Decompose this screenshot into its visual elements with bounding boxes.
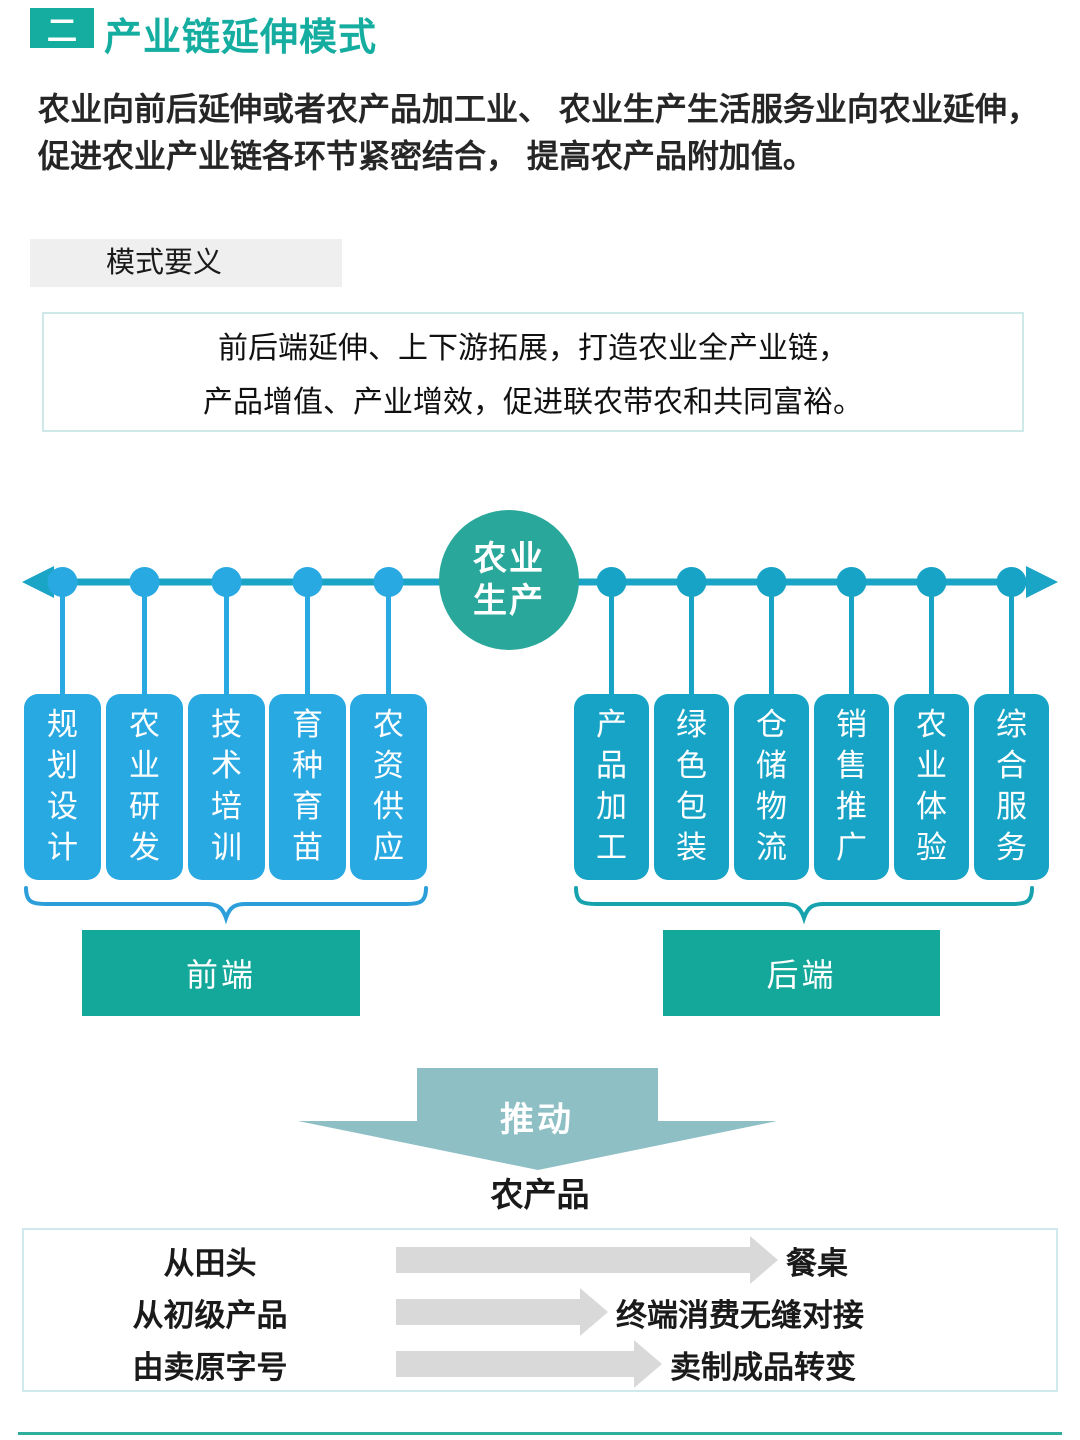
- axis-right-arrow-icon: [1026, 566, 1058, 598]
- front-item-label: 技术培训: [211, 707, 242, 865]
- transform-row: 由卖原字号 卖制成品转变: [24, 1338, 1056, 1390]
- right-arrow-icon: [396, 1288, 608, 1336]
- front-item-training: 技术培训: [188, 694, 265, 880]
- essence-line-2: 产品增值、产业增效，促进联农带农和共同富裕。: [203, 385, 863, 419]
- push-down-arrow-icon: [298, 1068, 777, 1170]
- transformation-box: 从田头 餐桌 从初级产品 终端消费无缝对接 由卖原字号 卖制成品转变: [22, 1228, 1058, 1392]
- front-brace: [24, 886, 428, 925]
- arrow-head: [580, 1288, 608, 1336]
- front-connectors: [60, 582, 391, 696]
- right-arrow-icon: [396, 1236, 778, 1284]
- back-brace: [574, 886, 1034, 925]
- back-item-experience: 农业体验: [894, 694, 969, 880]
- front-item-supply: 农资供应: [350, 694, 427, 880]
- intro-line-1: 农业向前后延伸或者农产品加工业、 农业生产生活服务业向农业延伸，: [38, 91, 1039, 127]
- section-number-badge: 二: [30, 8, 94, 48]
- back-item-processing: 产品加工: [574, 694, 649, 880]
- back-timeline-dots: [596, 567, 1027, 597]
- push-subject: 农产品: [490, 1176, 590, 1213]
- arrow-bar: [396, 1247, 750, 1273]
- page-title: 产业链延伸模式: [104, 17, 378, 59]
- essence-line-1: 前后端延伸、上下游拓展，打造农业全产业链，: [218, 332, 848, 366]
- back-item-label: 农业体验: [916, 707, 947, 865]
- transform-to: 终端消费无缝对接: [616, 1297, 864, 1333]
- back-item-label: 绿色包装: [676, 707, 707, 865]
- next-section-divider: [18, 1432, 1062, 1435]
- transform-to: 餐桌: [786, 1245, 848, 1281]
- back-stage-box: 后端: [663, 930, 940, 1016]
- back-item-logistics: 仓储物流: [734, 694, 809, 880]
- center-node: 农业 生产: [439, 510, 579, 650]
- front-item-label: 农资供应: [373, 707, 404, 865]
- arrow-head: [750, 1236, 778, 1284]
- back-item-marketing: 销售推广: [814, 694, 889, 880]
- front-item-label: 农业研发: [129, 707, 160, 865]
- transform-row: 从田头 餐桌: [24, 1234, 1056, 1286]
- back-item-label: 仓储物流: [756, 707, 787, 865]
- arrow-head: [634, 1340, 662, 1388]
- push-arrow-label: 推动: [500, 1101, 574, 1139]
- front-timeline-dots: [47, 567, 404, 597]
- transform-from: 由卖原字号: [132, 1349, 288, 1385]
- back-item-label: 综合服务: [996, 707, 1027, 865]
- arrow-bar: [396, 1351, 634, 1377]
- back-item-label: 产品加工: [596, 707, 627, 865]
- transform-row: 从初级产品 终端消费无缝对接: [24, 1286, 1056, 1338]
- back-item-services: 综合服务: [974, 694, 1049, 880]
- push-arrow-canvas: [298, 1068, 777, 1170]
- back-connectors: [609, 582, 1014, 696]
- back-item-packaging: 绿色包装: [654, 694, 729, 880]
- transform-from: 从初级产品: [132, 1297, 288, 1333]
- essence-label: 模式要义: [30, 239, 342, 287]
- front-item-research: 农业研发: [106, 694, 183, 880]
- front-item-label: 育种育苗: [292, 707, 323, 865]
- front-stage-box: 前端: [82, 930, 360, 1016]
- front-item-label: 规划设计: [47, 707, 78, 865]
- intro-line-2: 促进农业产业链各环节紧密结合， 提高农产品附加值。: [38, 138, 815, 174]
- right-arrow-icon: [396, 1340, 662, 1388]
- essence-box: 前后端延伸、上下游拓展，打造农业全产业链， 产品增值、产业增效，促进联农带农和共…: [42, 312, 1024, 432]
- transform-from: 从田头: [163, 1245, 257, 1281]
- axis-left-arrow-icon: [22, 566, 54, 598]
- center-node-line-2: 生产: [473, 582, 545, 620]
- front-item-breeding: 育种育苗: [269, 694, 346, 880]
- back-item-label: 销售推广: [836, 707, 867, 865]
- front-item-planning: 规划设计: [24, 694, 101, 880]
- arrow-bar: [396, 1299, 580, 1325]
- intro-paragraph: 农业向前后延伸或者农产品加工业、 农业生产生活服务业向农业延伸， 促进农业产业链…: [38, 86, 1048, 180]
- center-node-line-1: 农业: [473, 540, 545, 578]
- transform-to: 卖制成品转变: [670, 1349, 856, 1385]
- chain-diagram-canvas: [22, 566, 1058, 925]
